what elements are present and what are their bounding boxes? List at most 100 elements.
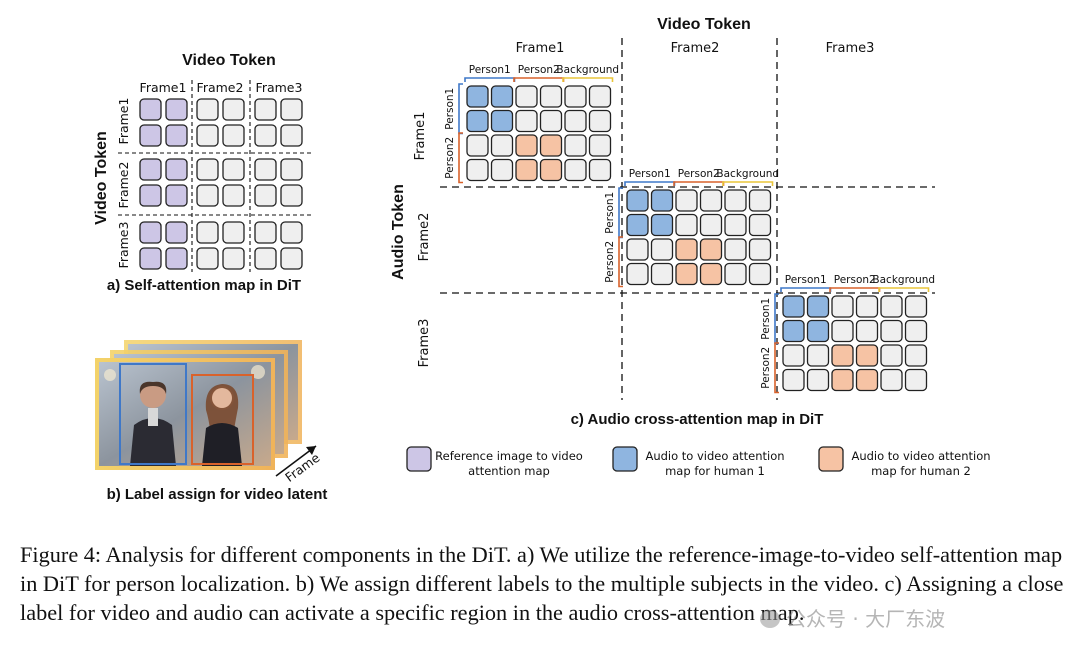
attention-cell xyxy=(626,262,649,286)
frame-axis-arrow xyxy=(275,445,317,477)
cross-attention-panel: Video Token Frame1 Frame2 Frame3 Audio T… xyxy=(390,16,935,428)
attention-cell xyxy=(588,85,612,108)
attention-cell xyxy=(196,221,219,244)
group-bracket xyxy=(673,181,725,186)
attention-cell xyxy=(880,319,903,343)
attention-cell xyxy=(831,344,854,367)
label-assign-caption: b) Label assign for video latent xyxy=(107,486,328,503)
attention-cell xyxy=(490,158,514,182)
attention-cell xyxy=(539,109,563,133)
attention-cell xyxy=(139,98,162,121)
person-row-label: Person2 xyxy=(604,241,616,283)
attention-cell xyxy=(165,158,188,181)
attention-cell xyxy=(222,221,245,244)
attention-cell xyxy=(222,184,245,207)
attention-cell xyxy=(880,344,903,367)
attention-cell xyxy=(748,213,772,237)
attention-cell xyxy=(539,85,563,108)
person-2-box xyxy=(191,374,254,465)
attention-cell xyxy=(254,124,277,147)
self-attention-grid xyxy=(118,80,312,272)
attention-cell xyxy=(748,189,772,212)
self-attention-caption: a) Self-attention map in DiT xyxy=(107,277,301,294)
attention-cell xyxy=(650,189,674,212)
frame-axis-label: Frame xyxy=(282,450,323,485)
attention-cell xyxy=(280,124,303,147)
group-bracket xyxy=(780,287,832,292)
attention-cell xyxy=(782,319,805,343)
attention-cell xyxy=(490,134,514,157)
attention-cell xyxy=(515,158,538,182)
attention-cell xyxy=(650,262,674,286)
person-row-label: Person1 xyxy=(444,88,456,130)
person-2-figure xyxy=(202,384,242,466)
attention-cell xyxy=(724,213,747,237)
attention-cell xyxy=(855,368,879,392)
person-row-label: Person1 xyxy=(760,298,772,340)
attention-cell xyxy=(490,109,514,133)
attention-cell xyxy=(139,221,162,244)
attention-cell xyxy=(139,158,162,181)
cross-attention-side-label: Audio Token xyxy=(390,184,407,280)
attention-cell xyxy=(539,158,563,182)
attention-cell xyxy=(831,368,854,392)
attention-cell xyxy=(806,368,830,392)
attention-cell xyxy=(196,98,219,121)
attention-cell xyxy=(806,344,830,367)
attention-cell xyxy=(165,98,188,121)
attention-cell xyxy=(564,158,587,182)
attention-cell xyxy=(675,189,698,212)
self-attention-col-label-1: Frame1 xyxy=(140,80,187,95)
attention-cell xyxy=(165,184,188,207)
attention-cell xyxy=(855,295,879,318)
attention-cell xyxy=(880,368,903,392)
attention-cell xyxy=(165,124,188,147)
attention-cell xyxy=(280,221,303,244)
self-attention-panel: Video Token Frame1 Frame2 Frame3 Video T… xyxy=(93,52,312,294)
group-label: Person1 xyxy=(785,274,827,286)
legend-swatch xyxy=(818,446,844,472)
attention-cell xyxy=(466,158,489,182)
attention-cell xyxy=(675,213,698,237)
group-label: Background xyxy=(716,168,779,180)
attention-cell xyxy=(626,238,649,261)
watermark: 公众号 · 大厂东波 xyxy=(760,603,945,632)
attention-cell xyxy=(675,238,698,261)
attention-cell xyxy=(699,213,723,237)
self-attention-col-label-3: Frame3 xyxy=(256,80,303,95)
frame-card-front-photo xyxy=(99,362,271,466)
figure-canvas: Video Token Frame1 Frame2 Frame3 Video T… xyxy=(93,16,991,503)
attention-cell xyxy=(254,98,277,121)
attention-cell xyxy=(515,134,538,157)
attention-cell xyxy=(222,98,245,121)
attention-cell xyxy=(139,247,162,270)
cross-attention-col-label-2: Frame2 xyxy=(671,41,720,56)
attention-cell xyxy=(564,109,587,133)
label-assign-panel: Frame b) Label assign for video latent xyxy=(95,340,327,503)
attention-cell xyxy=(254,247,277,270)
person-bracket xyxy=(458,83,463,135)
person-1-box xyxy=(119,363,187,465)
attention-cell xyxy=(904,368,928,392)
attention-cell xyxy=(904,319,928,343)
attention-cell xyxy=(904,295,928,318)
attention-cell xyxy=(222,124,245,147)
group-bracket xyxy=(464,77,516,82)
person-row-label: Person2 xyxy=(444,137,456,179)
attention-cell xyxy=(564,134,587,157)
attention-cell xyxy=(222,247,245,270)
attention-cell xyxy=(724,189,747,212)
attention-cell xyxy=(699,238,723,261)
attention-cell xyxy=(196,184,219,207)
attention-cell xyxy=(196,124,219,147)
group-bracket xyxy=(513,77,565,82)
